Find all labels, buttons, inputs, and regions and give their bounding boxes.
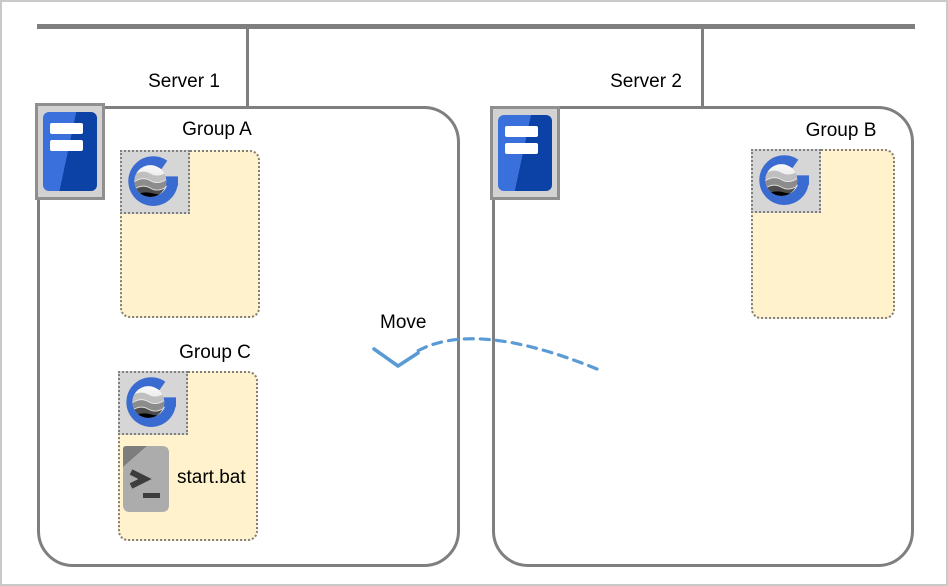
network-bus-line (37, 24, 915, 29)
g-logo-icon (120, 150, 190, 214)
server-slot-bar (50, 140, 83, 151)
terminal-batch-file-icon (123, 446, 169, 512)
server2-label: Server 2 (610, 71, 682, 92)
server-slot-bar (505, 126, 538, 137)
g-logo-icon (751, 149, 821, 213)
batch-file-label: start.bat (177, 467, 246, 488)
server1-drop-line (246, 29, 249, 106)
server-tower-body (43, 112, 97, 191)
move-arrow-label: Move (380, 312, 427, 333)
server-tower-body (498, 115, 552, 191)
server-slot-bar (505, 143, 538, 154)
server1-label: Server 1 (148, 71, 220, 92)
server2-tower-icon (490, 106, 560, 200)
server2-drop-line (701, 29, 704, 106)
group-b-box (751, 149, 895, 319)
group-a-label: Group A (182, 119, 252, 140)
group-c-label: Group C (179, 342, 251, 363)
group-a-box (120, 150, 260, 318)
server1-tower-icon (35, 103, 105, 200)
server-slot-bar (50, 123, 83, 134)
group-b-label: Group B (805, 120, 877, 141)
g-logo-icon (118, 371, 188, 435)
